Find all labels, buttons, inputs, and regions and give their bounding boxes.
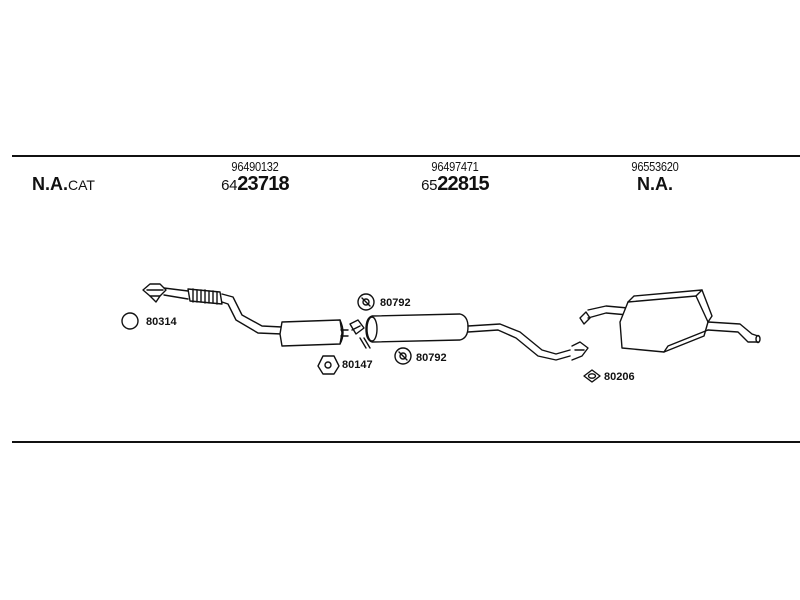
- front-silencer-icon: [279, 319, 349, 347]
- part-number: 6522815: [405, 174, 505, 196]
- gasket-triangle-icon: [317, 355, 340, 375]
- callout-80792-top-text: 80792: [380, 297, 411, 309]
- front-pipe-icon: [142, 283, 283, 335]
- catalyst-cat-text: CAT: [68, 177, 95, 193]
- callout-80792-bottom-text: 80792: [416, 352, 447, 364]
- gasket-ring-icon: [121, 312, 139, 330]
- oem-number: 96497471: [431, 159, 479, 174]
- part-number-prefix: 64: [221, 177, 238, 194]
- oval-gasket-icon: [583, 369, 601, 383]
- part-number-suffix: 22815: [437, 173, 489, 195]
- part-middle-silencer[interactable]: 96497471 6522815: [405, 160, 505, 196]
- part-number-prefix: 65: [421, 177, 438, 194]
- part-number-na: N.A.: [637, 174, 673, 194]
- hanger-icon: [357, 293, 375, 311]
- callout-80206-text: 80206: [604, 371, 635, 383]
- part-rear-silencer[interactable]: 96553620 N.A.: [605, 159, 705, 195]
- callout-80314-text: 80314: [146, 316, 177, 328]
- clamp-icon: [349, 319, 371, 349]
- part-number: 6423718: [205, 174, 305, 196]
- rear-silencer-icon: [579, 289, 761, 353]
- top-divider-line: [12, 155, 800, 157]
- hanger-icon: [394, 347, 412, 365]
- part-number-suffix: 23718: [237, 173, 289, 195]
- middle-silencer-icon: [365, 313, 589, 361]
- callout-80147-text: 80147: [342, 359, 373, 371]
- bottom-divider-line: [12, 441, 800, 443]
- part-front-pipe[interactable]: 96490132 6423718: [205, 160, 305, 196]
- oem-number: 96553620: [631, 159, 679, 174]
- oem-number: 96490132: [231, 159, 279, 174]
- catalyst-label: N.A.CAT: [32, 174, 95, 195]
- catalyst-na-text: N.A.: [32, 174, 68, 194]
